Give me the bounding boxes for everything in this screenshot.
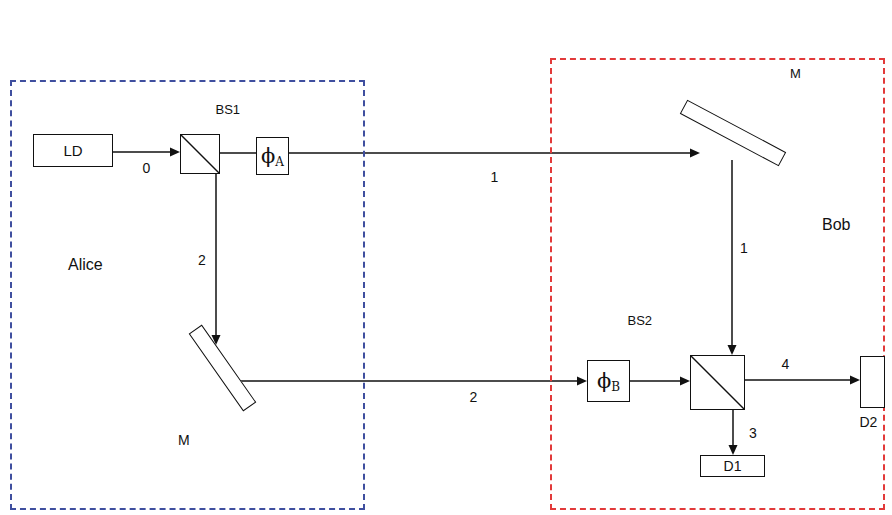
path-number: 2 [468, 389, 480, 405]
arrow-head [690, 149, 700, 158]
path-number: 3 [747, 425, 759, 441]
arrow-head [577, 377, 587, 386]
phase-modulator: ϕA [256, 137, 289, 175]
node-label: BS1 [216, 102, 241, 117]
node-label: ϕ [261, 144, 275, 168]
alice-region: Alice LD BS1 ϕA M [10, 80, 365, 510]
beam-path [289, 149, 700, 158]
node-label: ϕ [597, 369, 611, 393]
path-number: 2 [196, 252, 208, 268]
node-label: M [790, 66, 801, 81]
path-number: 4 [780, 356, 792, 372]
node-label: A [275, 155, 284, 169]
node-label: M [178, 432, 190, 448]
beam-splitter: BS2 [690, 355, 745, 410]
bob-region: BobMϕBBS2D2D1 [550, 58, 885, 510]
path-number: 0 [141, 160, 153, 176]
arrow-head [729, 445, 738, 455]
beam-path [220, 153, 256, 154]
beam-path [113, 148, 180, 157]
arrow-head [170, 148, 180, 157]
phase-modulator: ϕB [587, 360, 630, 402]
mirror-plate [679, 99, 785, 166]
detector: D1 [700, 455, 765, 477]
beam-path [212, 174, 221, 345]
arrow-head [850, 376, 860, 385]
beam-path [729, 410, 738, 455]
beam-path [745, 376, 860, 385]
mirror-plate [189, 324, 257, 411]
node-label: Alice [68, 256, 103, 274]
node-label: B [611, 380, 620, 394]
arrow-head [728, 345, 737, 355]
detector: D2 [860, 356, 885, 408]
path-number: 1 [738, 240, 750, 256]
mirror: M [205, 345, 240, 390]
splitter-diagonal [690, 355, 745, 410]
node-label: D2 [860, 414, 878, 430]
beam-path [630, 377, 690, 386]
beam-path [728, 160, 737, 355]
mirror: M [700, 105, 765, 160]
node-label: D1 [724, 458, 742, 474]
node-label: LD [63, 142, 82, 159]
laser-diode-box: LD [33, 134, 113, 167]
beam-splitter: BS1 [180, 134, 220, 174]
path-number: 1 [489, 169, 501, 185]
node-label: Bob [822, 216, 850, 234]
node-label: BS2 [628, 313, 653, 328]
beam-path [240, 377, 587, 386]
splitter-diagonal [180, 134, 220, 174]
arrow-head [680, 377, 690, 386]
